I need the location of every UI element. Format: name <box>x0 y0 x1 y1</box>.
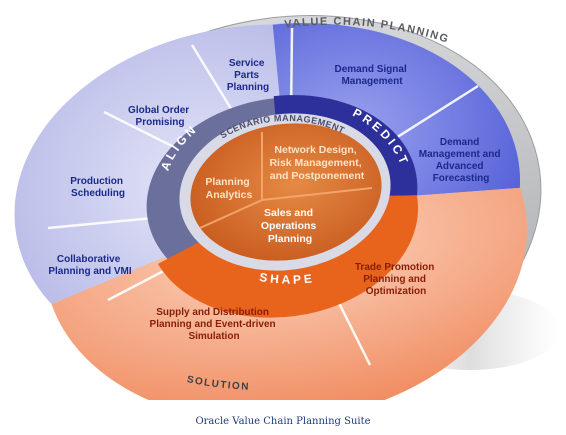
demand-management-label: Demand Management and Advanced Forecasti… <box>419 137 503 184</box>
figure-caption: Oracle Value Chain Planning Suite <box>195 416 371 427</box>
network-design-label: Network Design, Risk Management, and Pos… <box>269 144 364 182</box>
core-divider-3 <box>199 199 263 229</box>
supply-distribution-label: Supply and Distribution Planning and Eve… <box>150 307 279 342</box>
trade-promotion-label: Trade Promotion Planning and Optimizatio… <box>355 262 437 297</box>
shape-label: SHAPE <box>258 270 315 287</box>
service-parts-label: Service Parts Planning <box>227 58 269 93</box>
planning-analytics-label: Planning Analytics <box>205 176 252 201</box>
core-disc <box>190 123 382 261</box>
core-divider-2 <box>261 187 373 201</box>
production-scheduling-label: Production Scheduling <box>70 176 126 199</box>
collaborative-label: Collaborative Planning and VMI <box>48 254 132 277</box>
sales-operations-label: Sales and Operations Planning <box>261 207 319 245</box>
value-chain-diagram: VALUE CHAIN PLANNING SOLUTION SCENARIO M… <box>14 15 560 400</box>
demand-signal-label: Demand Signal Management <box>334 64 409 87</box>
global-order-label: Global Order Promising <box>128 105 192 128</box>
